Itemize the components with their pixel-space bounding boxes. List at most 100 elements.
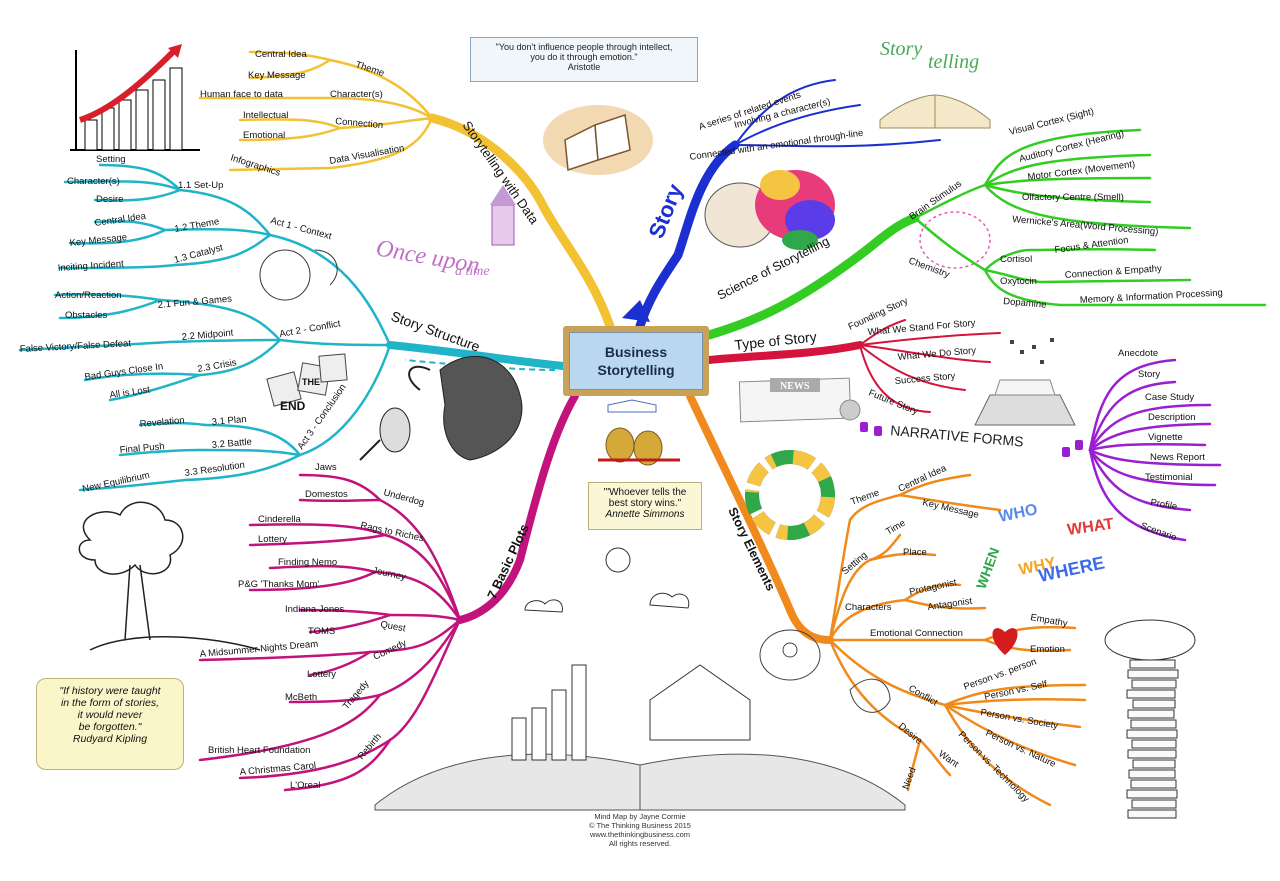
elements-want-label: Want	[936, 748, 960, 770]
narrative-vignette-label: Vignette	[1148, 432, 1183, 443]
book-stack-icon	[1104, 619, 1196, 819]
type-future-label: Future Story	[867, 388, 920, 418]
plots-indiana-label: Indiana Jones	[285, 604, 344, 615]
science-olfactory-label: Olfactory Centre (Smell)	[1022, 192, 1124, 203]
story-arrow-head	[622, 300, 650, 322]
when-text: WHEN	[973, 545, 1003, 591]
credits-line3: www.thethinkingbusiness.com	[589, 830, 691, 839]
structure-revelation-label: Revelation	[139, 415, 185, 430]
structure-action-reaction-label: Action/Reaction	[55, 290, 122, 301]
storytelling-title-a: Story	[880, 38, 922, 60]
science-dopamine-label: Dopamine	[1003, 296, 1047, 311]
narrative-scenario-label: Scenario	[1139, 520, 1178, 543]
credits-line2: © The Thinking Business 2015	[589, 821, 691, 830]
plots-loreal-label: L'Oreal	[290, 780, 320, 791]
narrative-dots	[860, 422, 1083, 457]
castle-icon	[490, 185, 516, 246]
a-time-text: a time	[455, 264, 490, 279]
kipling-quote-line3: it would never	[77, 709, 143, 721]
science-cortisol-label: Cortisol	[1000, 254, 1032, 265]
kipling-quote-author: Rudyard Kipling	[72, 733, 148, 745]
puzzle-ring-icon	[745, 450, 835, 540]
elements-branches	[828, 473, 1087, 807]
structure-all-lost-label: All is Lost	[109, 384, 151, 401]
story-branches	[734, 79, 941, 148]
knight-icon	[359, 407, 411, 461]
structure-branches	[18, 163, 392, 492]
simmons-quote-line2: best story wins."	[608, 498, 682, 509]
tree-sketch-icon	[78, 501, 261, 651]
narrative-description-label: Description	[1148, 412, 1196, 423]
data-branches	[198, 50, 434, 172]
structure-obstacles-label: Obstacles	[65, 310, 107, 321]
structure-inciting-label: Inciting Incident	[57, 258, 124, 274]
data-emotional-label: Emotional	[243, 130, 285, 141]
credits-line1: Mind Map by Jayne Cormie	[594, 812, 686, 821]
masks-icon	[598, 427, 680, 466]
elements-desire-label: Desire	[896, 721, 924, 747]
branch-type-trunk	[705, 341, 864, 364]
plots-lottery-1-label: Lottery	[258, 534, 287, 545]
narrative-testimonial-label: Testimonial	[1145, 472, 1193, 483]
plots-toms-label: TOMS	[308, 626, 335, 637]
plots-branches	[198, 473, 462, 792]
data-connection-label: Connection	[335, 116, 384, 131]
plots-rags-label: Rags to Riches	[359, 520, 425, 544]
data-intellectual-label: Intellectual	[243, 110, 288, 121]
structure-battle-label: 3.2 Battle	[211, 437, 252, 451]
type-branches	[859, 319, 1001, 413]
typewriter-icon	[974, 338, 1076, 426]
structure-central-idea-label: Central Idea	[94, 211, 147, 229]
structure-theme-label: 1.2 Theme	[174, 216, 220, 235]
elements-conflict-label: Conflict	[907, 683, 940, 709]
center-node-line2: Storytelling	[597, 362, 675, 378]
data-character-label: Character(s)	[330, 89, 383, 100]
structure-plan-label: 3.1 Plan	[211, 414, 247, 428]
aristotle-quote-line1: "You don't influence people through inte…	[495, 42, 673, 52]
simmons-quote: "'Whoever tells the best story wins." An…	[588, 482, 702, 530]
structure-bad-guys-label: Bad Guys Close In	[84, 361, 164, 383]
science-chemistry-label: Chemistry	[907, 255, 951, 280]
elements-person-society-label: Person vs. Society	[979, 707, 1059, 732]
science-brain-stimulus-label: Brain Stimulus	[907, 178, 964, 222]
what-text: WHAT	[1066, 516, 1115, 539]
large-open-book-icon	[374, 664, 906, 811]
cloud-icon	[524, 592, 690, 613]
dragon-icon	[408, 355, 523, 461]
elements-need-label: Need	[900, 766, 918, 791]
center-node-line1: Business	[604, 344, 668, 360]
data-key-message-label: Key Message	[248, 70, 306, 81]
structure-midpoint-label: 2.2 Midpoint	[181, 327, 234, 343]
plots-mcbeth-label: McBeth	[285, 692, 317, 703]
science-wernicke-label: Wernicke's Area(Word Processing)	[1012, 214, 1159, 238]
narrative-profile-label: Profile	[1149, 497, 1177, 513]
data-central-idea-label: Central Idea	[255, 49, 307, 60]
kipling-quote-line2: in the form of stories,	[60, 697, 160, 709]
the-end-end: END	[280, 399, 306, 413]
the-end-dice-icon	[266, 353, 348, 407]
science-visual-cortex-label: Visual Cortex (Sight)	[1008, 106, 1095, 138]
structure-false-victory-label: False Victory/False Defeat	[20, 338, 132, 355]
kipling-quote-line1: "If history were taught	[59, 685, 161, 697]
plots-tragedy-label: Tragedy	[341, 678, 372, 712]
narrative-anecdote-label: Anecdote	[1118, 348, 1158, 359]
storytelling-title-b: telling	[928, 51, 979, 73]
bar-chart-illustration	[70, 44, 200, 151]
storytelling-book-icon	[879, 94, 991, 129]
narrative-branches	[1088, 358, 1222, 542]
structure-new-equilibrium-label: New Equilibrium	[81, 470, 151, 495]
elements-antagonist-label: Antagonist	[927, 596, 973, 613]
data-human-face-label: Human face to data	[200, 89, 284, 100]
elements-characters-label: Characters	[845, 602, 892, 613]
plots-journey-label: Journey	[371, 565, 407, 583]
center-node: Business Storytelling	[563, 326, 709, 396]
simmons-quote-line1: "'Whoever tells the	[603, 487, 687, 498]
elements-theme-label: Theme	[849, 487, 881, 507]
newspaper-icon	[738, 377, 861, 423]
lightbulb-sketch-icon	[759, 629, 821, 681]
kipling-quote: "If history were taught in the form of s…	[36, 678, 184, 770]
branch-story-trunk	[635, 140, 740, 331]
branch-structure-trunk	[386, 341, 567, 370]
structure-setup-label: 1.1 Set-Up	[178, 180, 223, 191]
